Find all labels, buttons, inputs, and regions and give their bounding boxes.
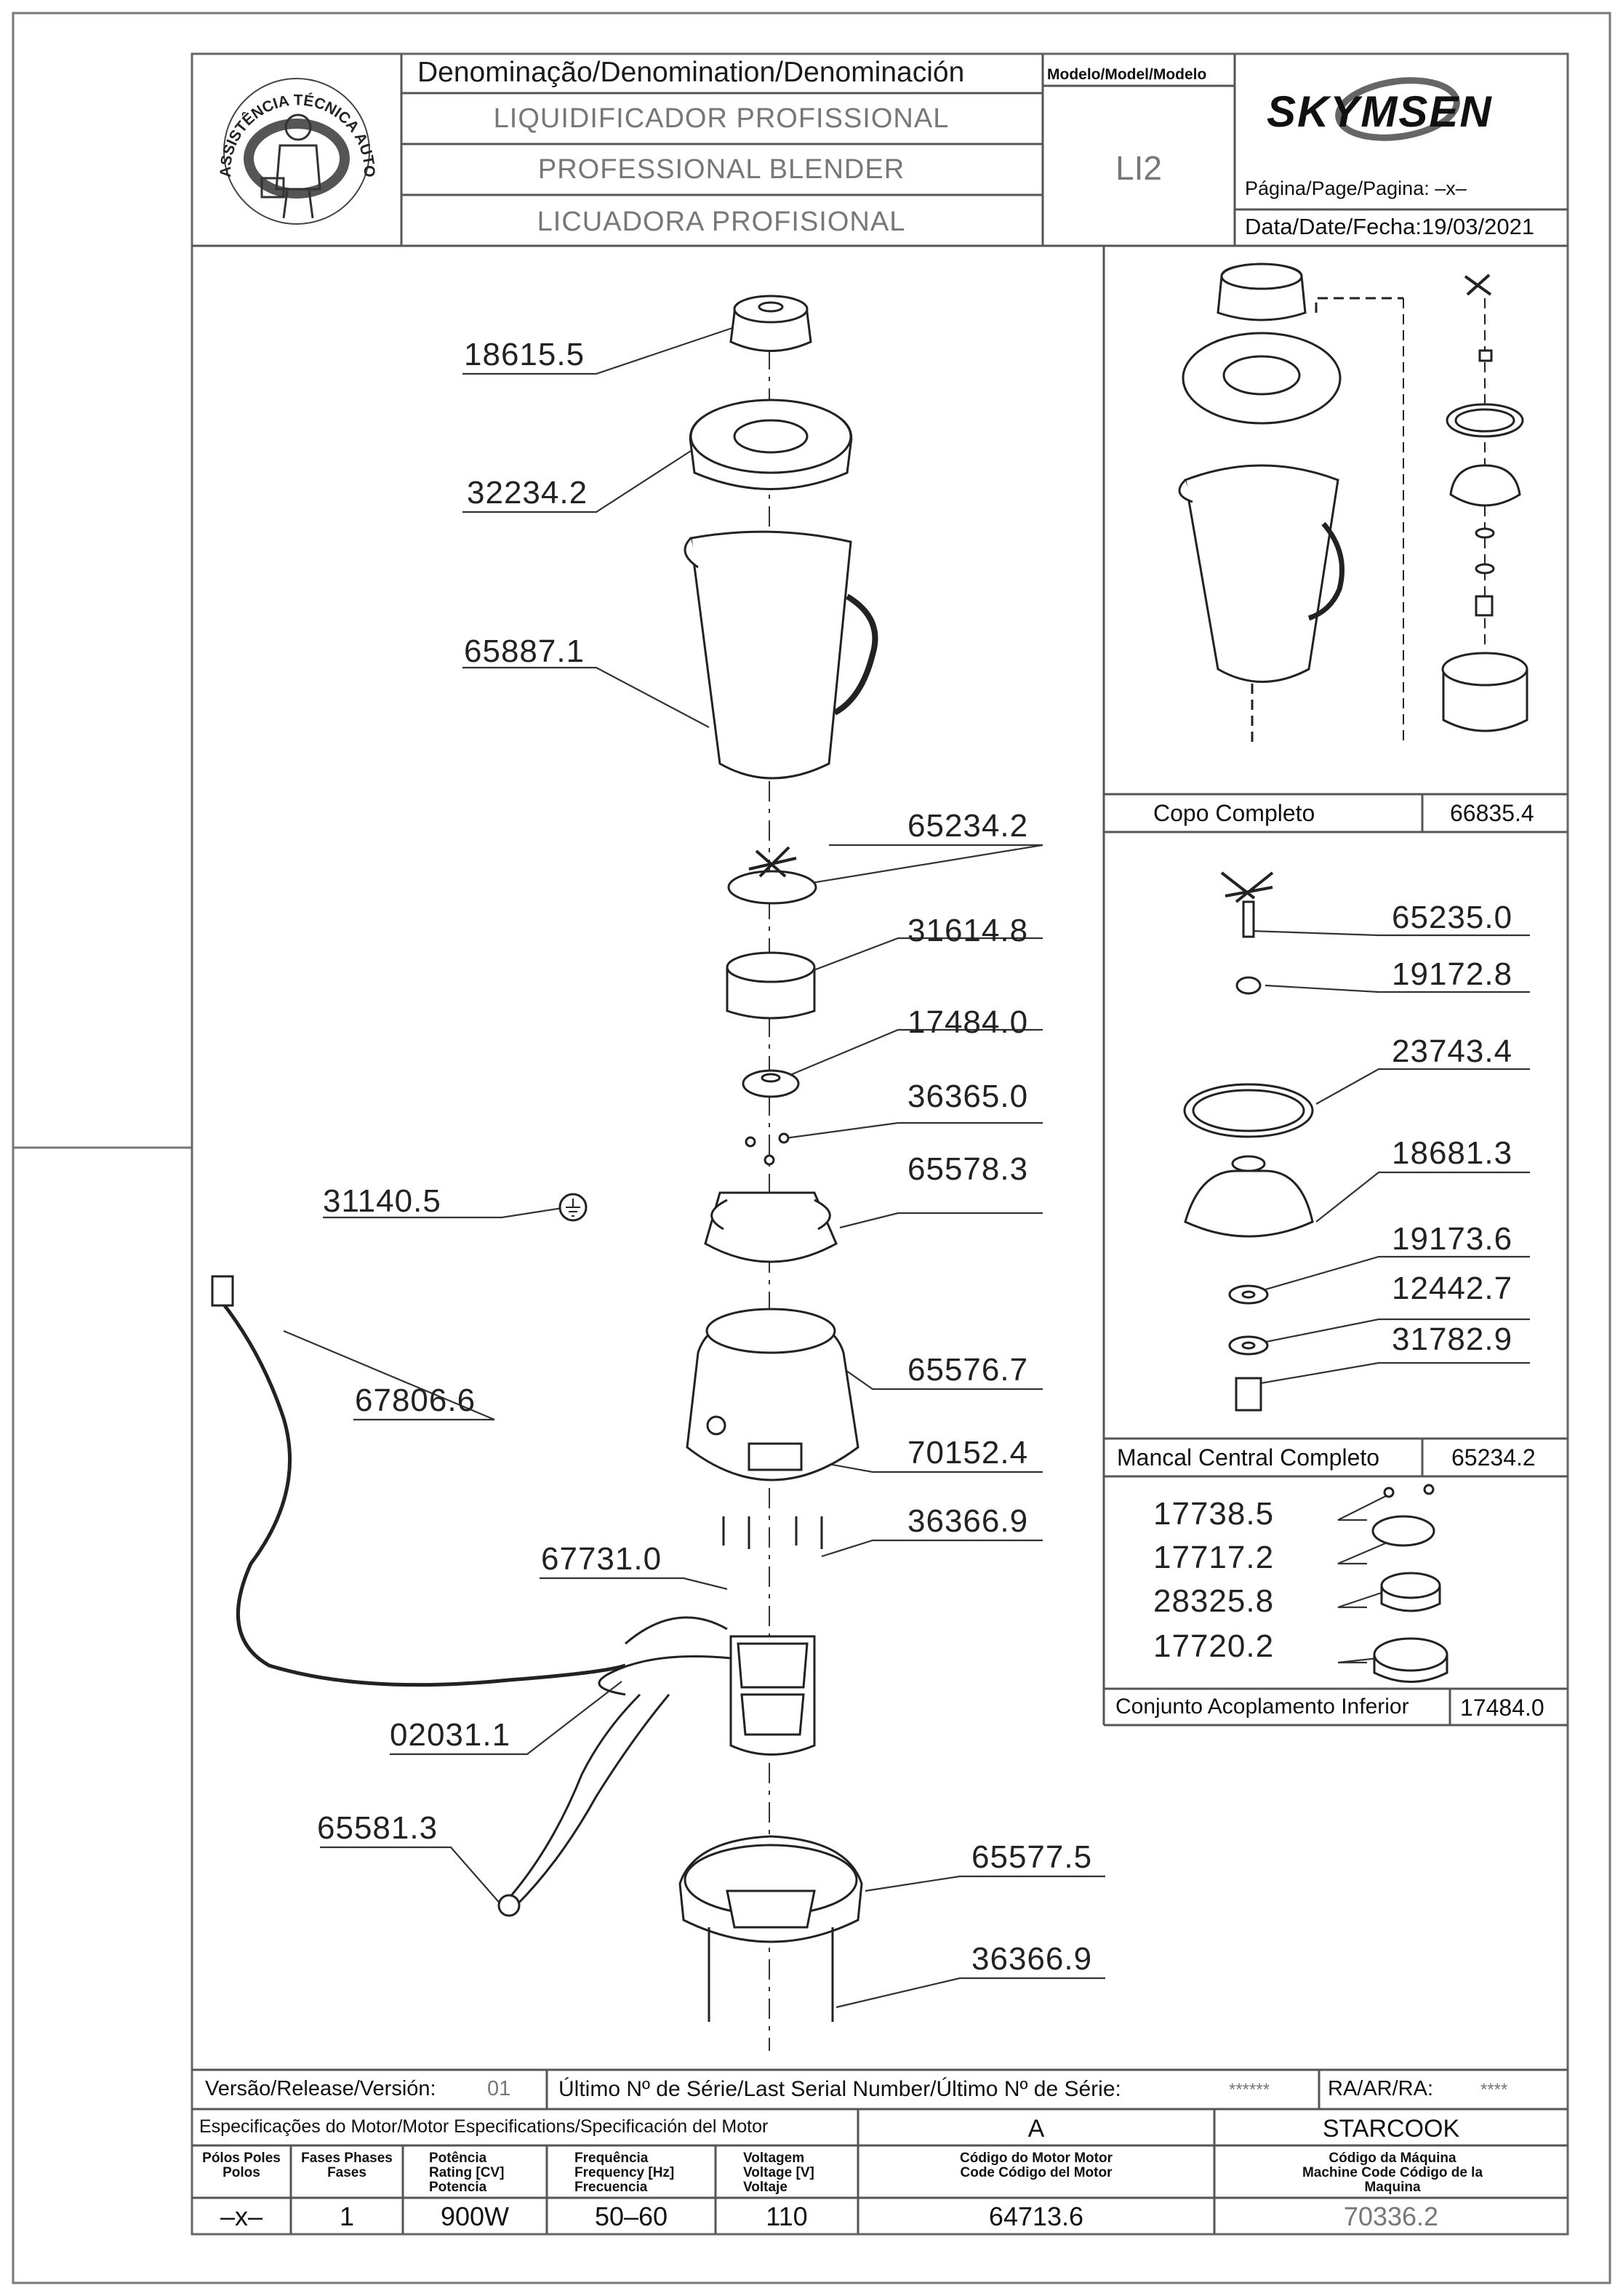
- version-label: Versão/Release/Versión:: [205, 2077, 436, 2100]
- rating-value: 900W: [440, 2201, 510, 2231]
- part-65887-1: 65887.1: [464, 633, 585, 669]
- part-65234-2: 65234.2: [907, 808, 1029, 844]
- poles-header: Pólos Poles Polos: [202, 2151, 281, 2180]
- motor-code-value: 64713.6: [988, 2201, 1084, 2231]
- voltage-header: Voltagem Voltage [V] Voltaje: [743, 2151, 814, 2195]
- ra-label: RA/AR/RA:: [1328, 2077, 1434, 2100]
- motor-code-header: Código do Motor Motor Code Código del Mo…: [960, 2151, 1113, 2180]
- denomination-label: Denominação/Denomination/Denominación: [417, 57, 965, 88]
- part-32234-2: 32234.2: [467, 475, 588, 511]
- acoplamento-part-17717-2: 17717.2: [1153, 1540, 1275, 1575]
- part-31614-8: 31614.8: [907, 913, 1029, 948]
- part-02031-1: 02031.1: [390, 1717, 511, 1753]
- motor-spec-label: Especificações do Motor/Motor Especifica…: [199, 2116, 769, 2137]
- part-18615-5: 18615.5: [464, 337, 585, 372]
- poles-value: –x–: [220, 2201, 263, 2231]
- mancal-central-label: Mancal Central Completo: [1117, 1444, 1380, 1471]
- ra-value: ****: [1480, 2080, 1508, 2100]
- part-67806-6: 67806.6: [355, 1383, 476, 1418]
- voltage-value: 110: [766, 2201, 808, 2231]
- serial-label: Último Nº de Série/Last Serial Number/Úl…: [558, 2077, 1121, 2101]
- svg-text:ASSISTÊNCIA TÉCNICA AUTORIZADA: ASSISTÊNCIA TÉCNICA AUTORIZADA: [202, 58, 377, 177]
- frequency-value: 50–60: [594, 2201, 668, 2231]
- part-17484-0: 17484.0: [907, 1004, 1029, 1040]
- copo-completo-label: Copo Completo: [1153, 800, 1315, 826]
- part-65577-5: 65577.5: [971, 1839, 1093, 1875]
- part-65576-7: 65576.7: [907, 1352, 1029, 1388]
- part-36366-9-top: 36366.9: [907, 1503, 1029, 1539]
- title-portuguese: LIQUIDIFICADOR PROFISSIONAL: [493, 103, 950, 134]
- serial-value: ******: [1229, 2080, 1270, 2100]
- model-label: Modelo/Model/Modelo: [1047, 66, 1207, 83]
- acoplamento-part-17738-5: 17738.5: [1153, 1496, 1275, 1532]
- frequency-header: Frequência Frequency [Hz] Frecuencia: [574, 2151, 675, 2195]
- mancal-part-65235-0: 65235.0: [1392, 900, 1513, 935]
- part-65581-3: 65581.3: [317, 1810, 438, 1846]
- machine-brand: STARCOOK: [1322, 2115, 1460, 2143]
- seal-text: ASSISTÊNCIA TÉCNICA AUTORIZADA: [202, 58, 377, 177]
- acoplamento-label: Conjunto Acoplamento Inferior: [1115, 1695, 1409, 1719]
- part-36365-0: 36365.0: [907, 1079, 1029, 1114]
- mancal-part-18681-3: 18681.3: [1392, 1135, 1513, 1171]
- mancal-part-19172-8: 19172.8: [1392, 956, 1513, 992]
- seal-text-ring: ASSISTÊNCIA TÉCNICA AUTORIZADA: [202, 58, 377, 177]
- model-code: LI2: [1115, 149, 1162, 187]
- rating-header: Potência Rating [CV] Potencia: [429, 2151, 505, 2195]
- revision-date: Data/Date/Fecha:19/03/2021: [1245, 214, 1535, 239]
- mancal-part-12442-7: 12442.7: [1392, 1271, 1513, 1306]
- part-31140-5: 31140.5: [323, 1183, 441, 1219]
- part-67731-0: 67731.0: [541, 1541, 662, 1577]
- copo-completo-code: 66835.4: [1450, 800, 1534, 826]
- part-65578-3: 65578.3: [907, 1151, 1029, 1187]
- authorized-assistance-seal-icon: [223, 78, 370, 225]
- part-70152-4: 70152.4: [907, 1435, 1029, 1471]
- acoplamento-part-17720-2: 17720.2: [1153, 1628, 1275, 1664]
- title-spanish: LICUADORA PROFISIONAL: [537, 207, 906, 237]
- motor-type: A: [1027, 2115, 1045, 2143]
- machine-code-value: 70336.2: [1343, 2201, 1439, 2231]
- phases-header: Fases Phases Fases: [301, 2151, 393, 2180]
- mancal-part-19173-6: 19173.6: [1392, 1221, 1513, 1257]
- title-english: PROFESSIONAL BLENDER: [537, 154, 905, 185]
- machine-code-header: Código da Máquina Machine Code Código de…: [1302, 2151, 1483, 2195]
- acoplamento-part-28325-8: 28325.8: [1153, 1583, 1275, 1619]
- brand-logo: SKYMSEN: [1267, 87, 1493, 136]
- mancal-central-code: 65234.2: [1451, 1444, 1536, 1471]
- mancal-part-31782-9: 31782.9: [1392, 1321, 1513, 1357]
- part-36366-9-bottom: 36366.9: [971, 1941, 1093, 1977]
- mancal-part-23743-4: 23743.4: [1392, 1033, 1513, 1069]
- phases-value: 1: [339, 2201, 355, 2231]
- version-value: 01: [487, 2077, 511, 2100]
- page-number: Página/Page/Pagina: –x–: [1245, 177, 1467, 199]
- acoplamento-code: 17484.0: [1460, 1695, 1544, 1721]
